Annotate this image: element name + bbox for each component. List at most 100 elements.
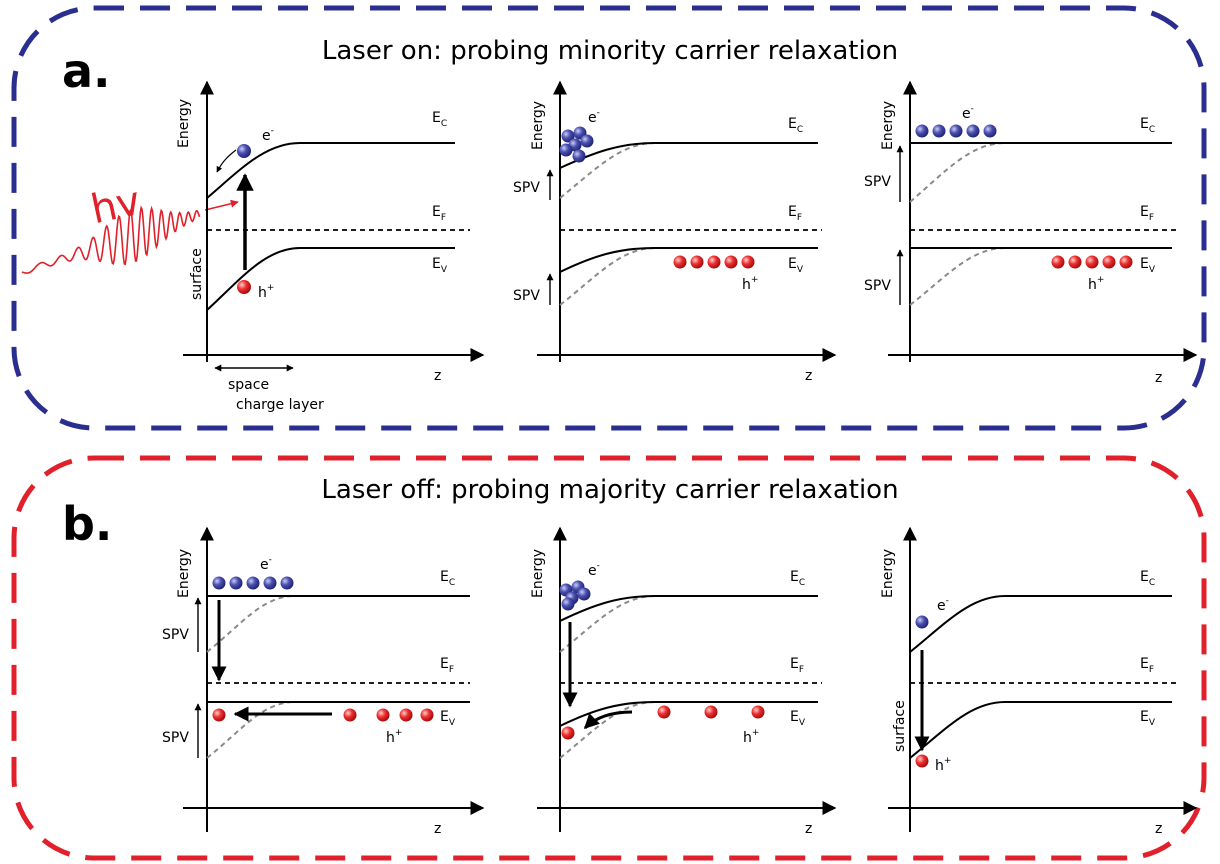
electron-label: e	[262, 128, 271, 144]
electron-sup: -	[946, 596, 949, 606]
spv-label-1: SPV	[513, 180, 540, 196]
bulk-conduction-band	[909, 142, 1006, 203]
svg-text:h+: h+	[386, 728, 402, 746]
bulk-valence-band	[559, 247, 656, 306]
svg-text:EF: EF	[432, 204, 446, 223]
conduction-band	[559, 595, 818, 622]
ev-label: E	[432, 256, 441, 272]
hole-sup: +	[267, 283, 275, 293]
panel-b: b. Laser off: probing majority carrier r…	[11, 455, 1207, 861]
spv-label-1: SPV	[864, 174, 891, 190]
hole-sup: +	[944, 756, 952, 766]
ev-sub: V	[449, 718, 456, 728]
surface-label: surface	[892, 700, 908, 752]
electron-sup: -	[271, 126, 274, 136]
ec-label: E	[790, 569, 799, 585]
ef-sub: F	[449, 665, 454, 675]
svg-text:e-: e-	[262, 126, 274, 144]
svg-text:EV: EV	[432, 256, 448, 275]
electron-cluster	[559, 580, 591, 611]
bulk-valence-band	[206, 701, 296, 759]
hole-label: h	[742, 277, 751, 293]
diagram-b3: Energy z EC EF EV e- h+ surface	[880, 526, 1198, 837]
svg-text:h+: h+	[742, 275, 758, 293]
hole-sup: +	[752, 728, 760, 738]
ef-label: E	[432, 204, 441, 220]
electron-sup: -	[597, 561, 600, 571]
svg-text:EC: EC	[790, 569, 805, 588]
conduction-band	[909, 595, 1172, 653]
svg-text:h+: h+	[743, 728, 759, 746]
valence-band	[206, 247, 455, 311]
electron	[237, 144, 251, 158]
scl-label-1: space	[228, 377, 269, 393]
ev-label: E	[788, 256, 797, 272]
svg-text:e-: e-	[260, 555, 272, 573]
svg-text:EC: EC	[788, 116, 803, 135]
hole-label: h	[935, 758, 944, 774]
electron-cluster	[559, 126, 594, 163]
ev-label: E	[440, 709, 449, 725]
valence-band	[909, 701, 1172, 759]
ec-label: E	[432, 110, 441, 126]
svg-text:EF: EF	[1140, 204, 1154, 223]
spv-label-2: SPV	[864, 278, 891, 294]
panel-b-border	[11, 455, 1207, 861]
ec-sub: C	[799, 578, 805, 588]
diagram-a2: Energy z EC EF EV SPV SPV e-	[513, 80, 837, 384]
svg-text:e-: e-	[588, 561, 600, 579]
surface-label: surface	[189, 248, 205, 300]
energy-axis-label: Energy	[880, 101, 896, 150]
ef-label: E	[1140, 656, 1149, 672]
ec-label: E	[1140, 116, 1149, 132]
z-axis-label: z	[434, 821, 441, 837]
ev-sub: V	[1149, 265, 1156, 275]
ef-sub: F	[1149, 213, 1154, 223]
svg-text:EC: EC	[1140, 116, 1155, 135]
electron-sup: -	[971, 104, 974, 114]
svg-text:h+: h+	[935, 756, 951, 774]
panel-a-title: Laser on: probing minority carrier relax…	[322, 36, 898, 66]
ev-label: E	[790, 709, 799, 725]
ec-label: E	[1140, 569, 1149, 585]
diagram-a3: Energy z EC EF EV SPV SPV e-	[864, 80, 1198, 386]
bulk-valence-band	[909, 247, 1006, 306]
hole-drift-arrow	[583, 710, 633, 730]
relaxation-arrow	[216, 149, 237, 173]
diagram-a1: Energy z EC EF EV e- h+ surface space ch…	[176, 80, 485, 413]
hole-label: h	[743, 730, 752, 746]
ef-sub: F	[797, 213, 802, 223]
panel-b-title: Laser off: probing majority carrier rela…	[321, 475, 898, 505]
ec-sub: C	[1149, 125, 1155, 135]
hole-sup: +	[395, 728, 403, 738]
hole-row	[673, 255, 755, 269]
ef-label: E	[788, 204, 797, 220]
svg-text:EF: EF	[788, 204, 802, 223]
ev-sub: V	[441, 265, 448, 275]
electron-sup: -	[597, 108, 600, 118]
z-axis-label: z	[434, 368, 441, 384]
ev-label: E	[1140, 709, 1149, 725]
ev-label: E	[1140, 256, 1149, 272]
svg-text:EV: EV	[440, 709, 456, 728]
z-axis-label: z	[1155, 821, 1162, 837]
svg-text:h+: h+	[1088, 275, 1104, 293]
hole-row	[1051, 255, 1133, 269]
electron-label: e	[937, 598, 946, 614]
energy-axis-label: Energy	[880, 549, 896, 598]
ec-label: E	[788, 116, 797, 132]
hole-row	[657, 705, 765, 719]
electron-label: e	[588, 110, 597, 126]
photon-label: hv	[87, 178, 145, 233]
panel-a-border	[11, 5, 1207, 431]
ef-label: E	[790, 656, 799, 672]
ec-label: E	[440, 569, 449, 585]
svg-text:EC: EC	[440, 569, 455, 588]
energy-axis-label: Energy	[530, 101, 546, 150]
hole-sup: +	[751, 275, 759, 285]
ef-sub: F	[441, 213, 446, 223]
ec-sub: C	[441, 119, 447, 129]
electron-label: e	[260, 557, 269, 573]
svg-text:EC: EC	[1140, 569, 1155, 588]
